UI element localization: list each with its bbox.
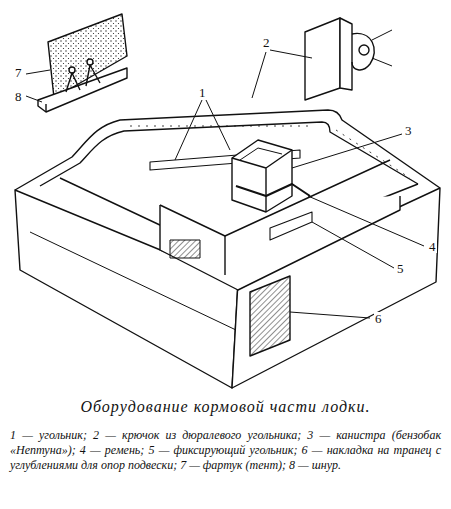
- figure-caption: Оборудование кормовой части лодки.: [10, 398, 441, 416]
- callout-number: 3: [404, 124, 413, 137]
- callout-number: 4: [428, 240, 437, 253]
- callout-number: 8: [14, 90, 23, 103]
- callout-number: 6: [374, 312, 383, 325]
- parts-explanation: 1 — угольник; 2 — крючок из дюралевого у…: [10, 428, 441, 473]
- callout-number: 1: [198, 86, 207, 99]
- callout-number: 2: [262, 36, 271, 49]
- callout-number: 7: [14, 66, 23, 79]
- callout-number: 5: [396, 262, 405, 275]
